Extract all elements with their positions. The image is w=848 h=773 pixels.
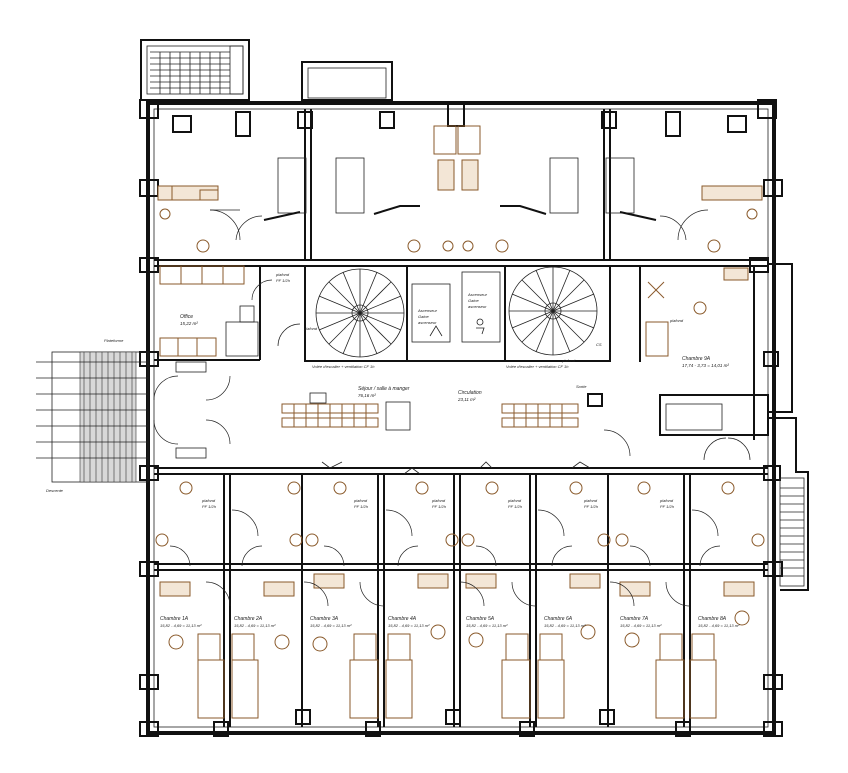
chambre-3a-name: Chambre 3A	[310, 616, 339, 622]
chambre-9a-area: 17,74 - 3,73 = 14,01 m²	[682, 363, 729, 368]
chambre-1a-area: 15,82 - 4,69 = 11,13 m²	[160, 623, 202, 628]
plafond-note-8: plafond	[507, 498, 522, 503]
chambre-4a-area: 15,82 - 4,69 = 11,13 m²	[388, 623, 430, 628]
lift-left-line3: ascenseur	[418, 320, 437, 325]
plafond-note-9: plafond	[583, 498, 598, 503]
pf-note-8: PF 1/2h	[508, 504, 523, 509]
circulation-area: 23,11 m²	[457, 397, 476, 402]
top-left-stair	[140, 39, 250, 101]
entrance-ramp: Plateforme Descente	[36, 338, 149, 493]
circulation-name: Circulation	[458, 390, 482, 396]
lift-left-name: Ascenseur	[417, 308, 438, 313]
chambre-7a-name: Chambre 7A	[620, 616, 649, 622]
plafond-note-3: plafond	[561, 358, 576, 363]
cs-label: CS	[596, 342, 602, 347]
top-balcony	[301, 61, 393, 101]
chambre-6a-area: 15,82 - 4,69 = 11,13 m²	[544, 623, 586, 628]
pf-note-9: PF 1/2h	[584, 504, 599, 509]
top-facade	[139, 99, 777, 137]
chambre-9a: Chambre 9A 17,74 - 3,73 = 14,01 m² Sorti…	[576, 267, 749, 457]
lift-left-line2: Gaine	[418, 314, 429, 319]
pf-note-6: PF 1/2h	[354, 504, 369, 509]
plafond-note-7: plafond	[431, 498, 446, 503]
lift-core: Ascenseur Gaine ascenseur Ascenseur Gain…	[411, 271, 501, 343]
pf-note-7: PF 1/2h	[432, 504, 447, 509]
sejour: Séjour / salle à manger 76,16 m²	[281, 386, 579, 431]
plafond-note-5: plafond	[201, 498, 216, 503]
office-name: Office	[180, 314, 193, 320]
stair-left-label: Volée d'escalier + ventilation CF 1h	[312, 364, 375, 369]
lift-right-line3: ascenseur	[468, 304, 487, 309]
pf-note-1: PF 1/2h	[276, 278, 291, 283]
pf-note-5: PF 1/2h	[202, 504, 217, 509]
office-area: 15,22 m²	[180, 321, 198, 326]
plafond-notes: plafond PF 1/2h plafond plafond plafond …	[201, 272, 684, 509]
plafond-note-2: plafond	[303, 326, 318, 331]
stair-core-right: Volée d'escalier + ventilation CF 1h CS	[506, 266, 602, 369]
chambre-9a-name: Chambre 9A	[682, 356, 711, 362]
stair-right-label: Volée d'escalier + ventilation CF 1h	[506, 364, 569, 369]
plafond-note-6: plafond	[353, 498, 368, 503]
bedrooms: Chambre 1A 15,82 - 4,69 = 11,13 m² Chamb…	[159, 573, 755, 719]
chambre-1a-name: Chambre 1A	[160, 616, 189, 622]
sejour-name: Séjour / salle à manger	[358, 386, 410, 392]
plafond-note-10: plafond	[659, 498, 674, 503]
chambre-6a-name: Chambre 6A	[544, 616, 573, 622]
lift-right-line2: Gaine	[468, 298, 479, 303]
hall-doors	[153, 361, 231, 459]
chambre-2a-area: 15,82 - 4,69 = 11,13 m²	[234, 623, 276, 628]
office: Office 15,22 m²	[159, 265, 273, 357]
right-fire-stair	[768, 263, 809, 591]
lower-bathrooms	[155, 437, 765, 567]
chambre-8a-name: Chambre 8A	[698, 616, 727, 622]
chambre-5a-name: Chambre 5A	[466, 616, 495, 622]
circulation: Circulation 23,11 m²	[457, 390, 482, 402]
lift-right-name: Ascenseur	[467, 292, 488, 297]
sejour-area: 76,16 m²	[358, 393, 376, 398]
stair-core-left: Volée d'escalier + ventilation CF 1h	[277, 268, 405, 369]
chambre-2a-name: Chambre 2A	[234, 616, 263, 622]
plafond-note-1: plafond	[275, 272, 290, 277]
platform-label: Plateforme	[104, 338, 124, 343]
sortie-label: Sortie	[576, 384, 587, 389]
chambre-5a-area: 15,82 - 4,69 = 11,13 m²	[466, 623, 508, 628]
upper-rooms	[157, 125, 763, 253]
interior-walls	[154, 109, 769, 727]
plafond-note-4: plafond	[669, 318, 684, 323]
chambre-7a-area: 15,82 - 4,69 = 11,13 m²	[620, 623, 662, 628]
pf-note-10: PF 1/2h	[660, 504, 675, 509]
chambre-8a-area: 15,82 - 4,69 = 11,13 m²	[698, 623, 740, 628]
chambre-4a-name: Chambre 4A	[388, 616, 417, 622]
desc-label: Descente	[46, 488, 64, 493]
chambre-3a-area: 15,82 - 4,69 = 11,13 m²	[310, 623, 352, 628]
